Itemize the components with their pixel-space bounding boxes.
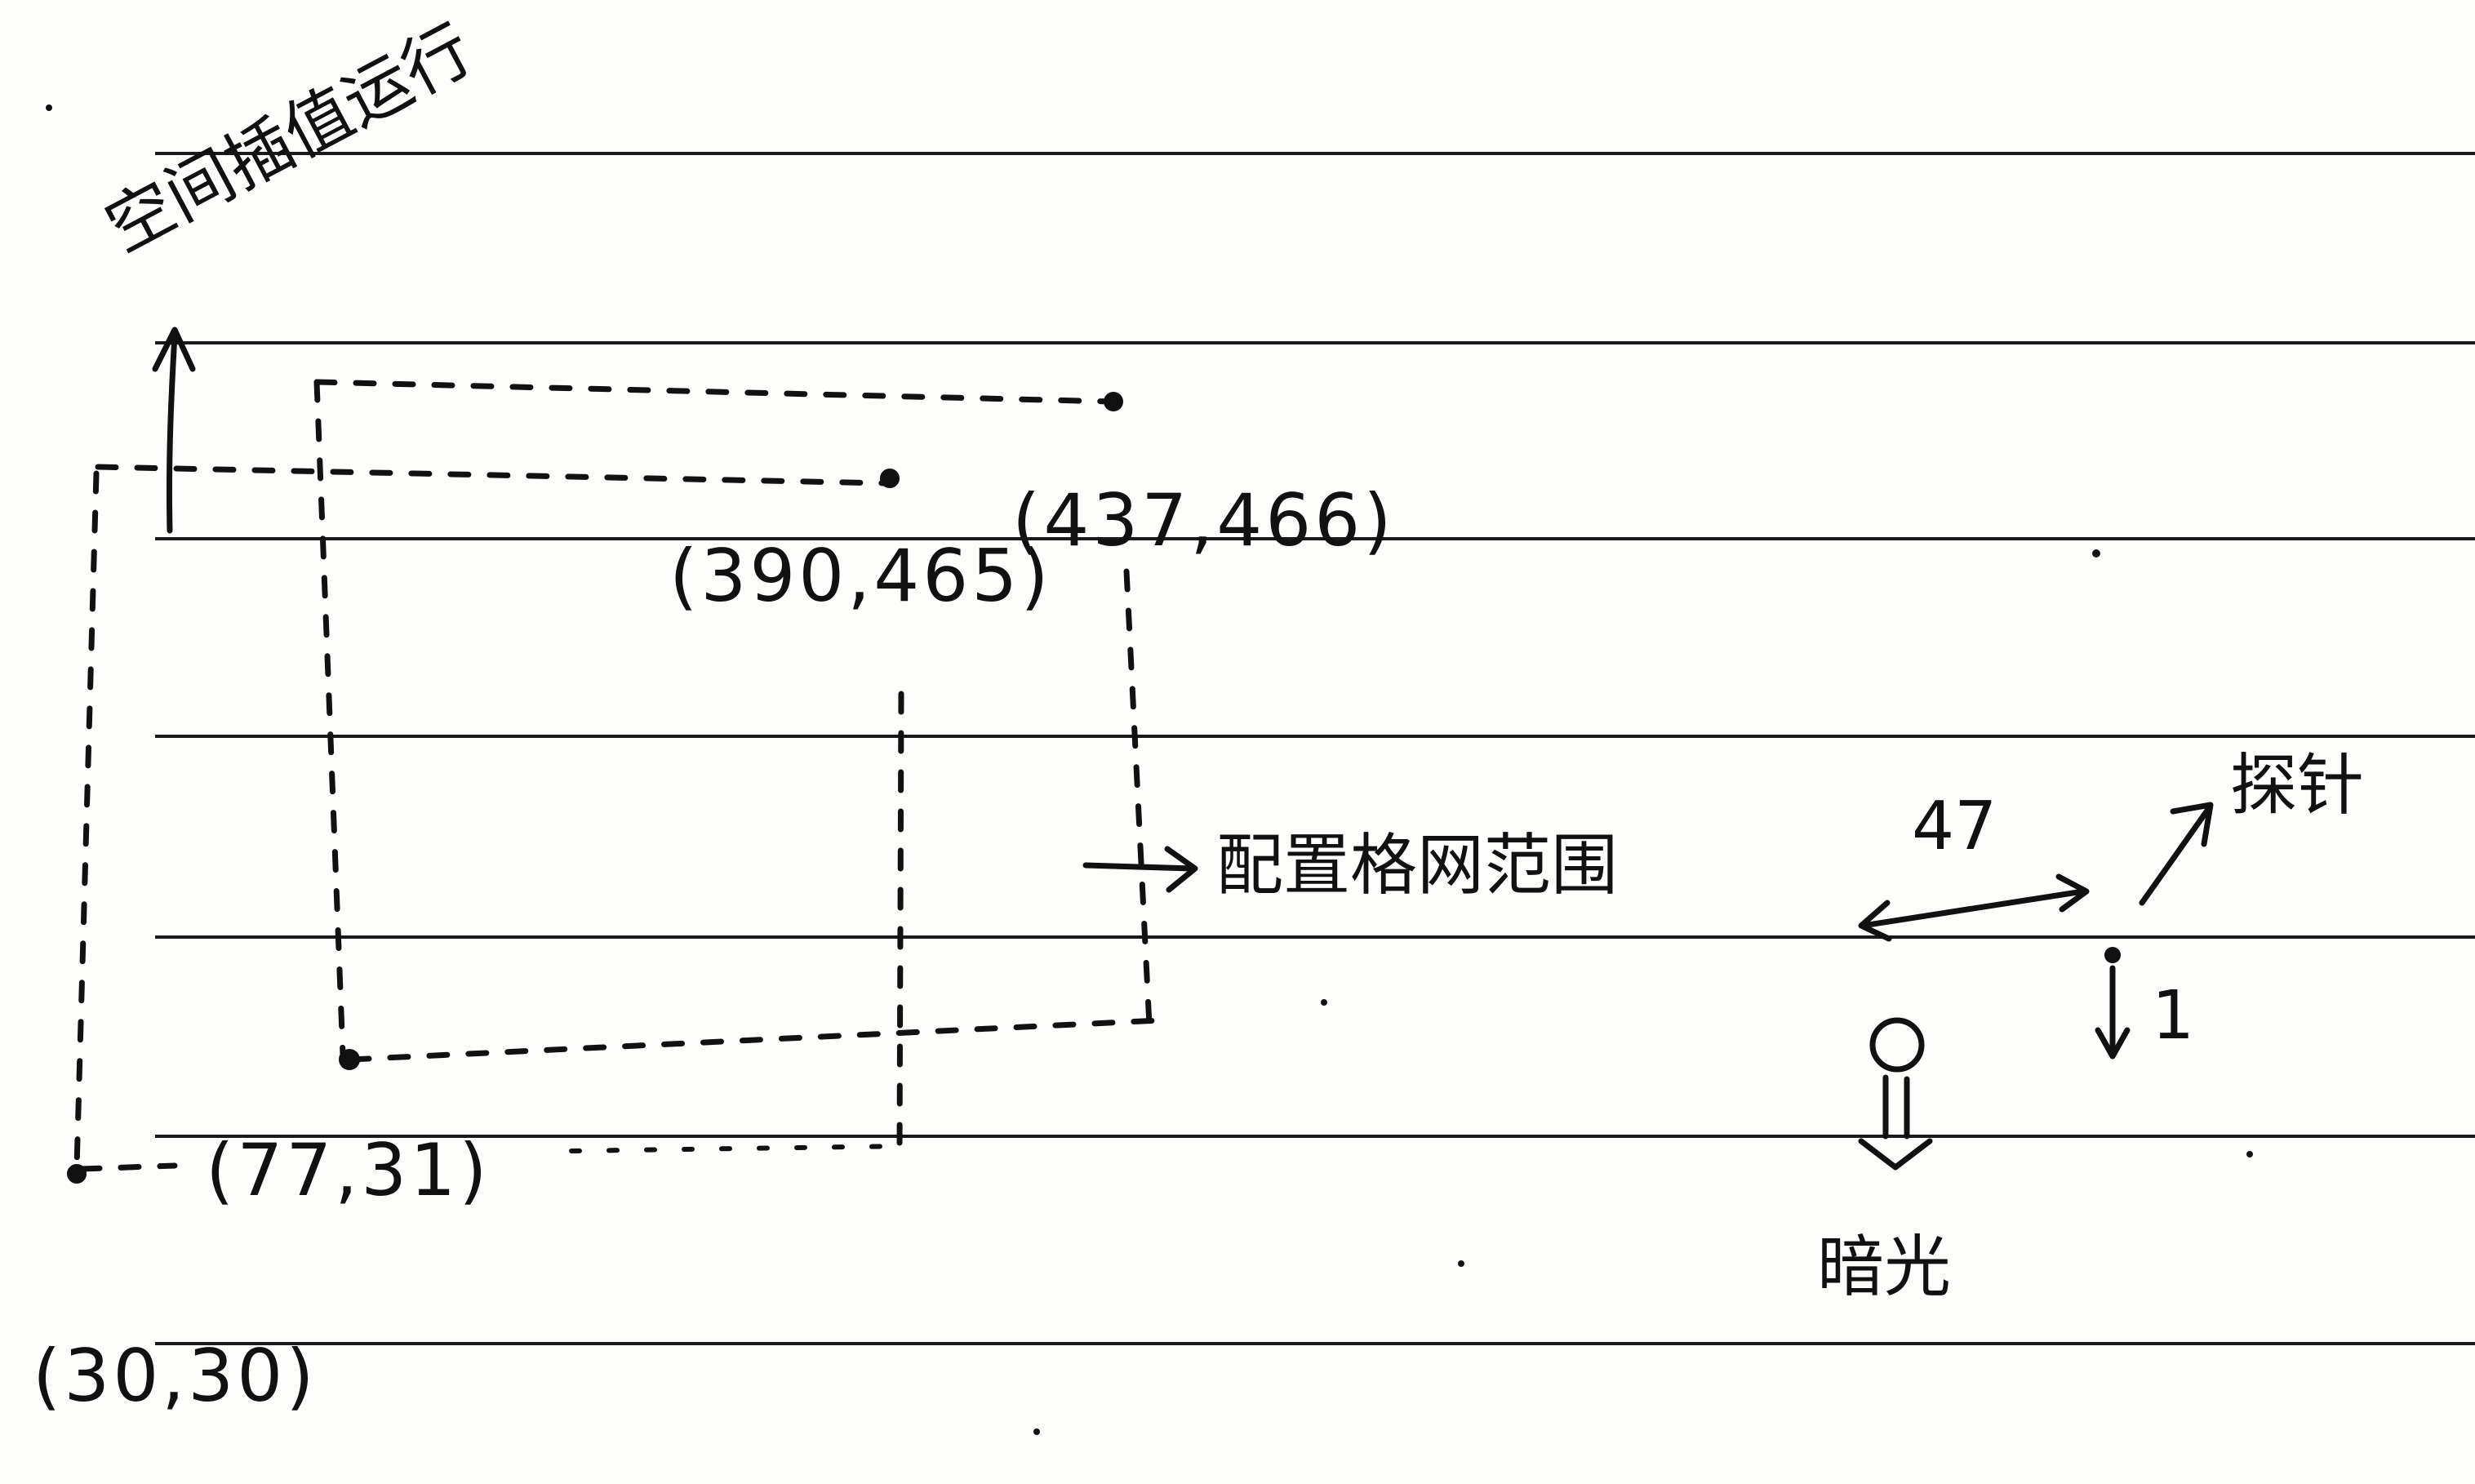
stray-dot [1033,1428,1040,1435]
outer-corner-dot-bottom [67,1164,87,1184]
outer-box-top-edge [313,379,1117,405]
stray-dot [46,104,52,111]
outer-box-bottom-edge [348,1017,1162,1063]
inner-grid-box [67,464,909,1184]
inner-corner-dot-top [880,469,900,488]
vertical-axis-arrow [152,327,196,534]
light-label: 暗光 [1817,1229,1951,1306]
grid-range-arrowhead [1164,846,1198,893]
inner-bottom-left-label: (77,31) [206,1128,491,1212]
ruled-lines [155,152,2475,1345]
axis-shaft [166,331,178,534]
inner-box-right-edge [896,691,904,1154]
probe-point-dot [2104,947,2121,963]
grid-range-label: 配置格网范围 [1216,827,1618,904]
outer-top-right-label: (437,466) [1012,478,1395,562]
outer-grid-box [313,379,1162,1063]
stray-dot [1458,1260,1464,1267]
grid-range-arrow [1082,846,1198,893]
stray-dot [2246,1151,2253,1157]
inner-box-top-edge [95,464,890,487]
inner-box-bottom-stub [78,1162,178,1172]
probe-label: 探针 [2230,747,2364,824]
light-down-arrow-icon [1858,1138,1933,1171]
probe-arrow-shaft [2139,805,2212,906]
outer-box-left-edge [313,379,346,1058]
step-label: 1 [2152,977,2194,1055]
inner-top-right-label: (390,465) [669,534,1052,618]
outer-box-right-edge [1123,568,1153,1029]
stray-marks [46,104,2253,1435]
inner-corner-dot-bottom [339,1049,360,1070]
probe-arrowhead [2170,802,2214,847]
step-arrowhead [2095,1027,2131,1060]
stray-dot [1321,999,1327,1006]
spacing-label: 47 [1912,788,1997,865]
inner-box-left-edge [73,470,100,1171]
spacing-arrowhead-right [2055,873,2090,913]
inner-box-bottom-edge [569,1144,909,1153]
outer-bottom-left-label: (30,30) [33,1334,318,1418]
spacing-double-arrow [1858,873,2090,942]
light-symbol [1858,1017,1933,1171]
light-circle-icon [1869,1017,1925,1073]
probe-arrow [2139,802,2214,906]
title-label: 空间插值运行 [94,11,485,268]
outer-corner-dot-top [1104,392,1123,411]
axis-arrowhead [152,327,196,372]
stray-dot [2092,549,2100,558]
spacing-arrowhead-left [1858,900,1892,942]
spacing-arrow-shaft [1860,888,2086,929]
grid-range-arrow-shaft [1082,862,1195,872]
step-indicator [2095,947,2131,1060]
